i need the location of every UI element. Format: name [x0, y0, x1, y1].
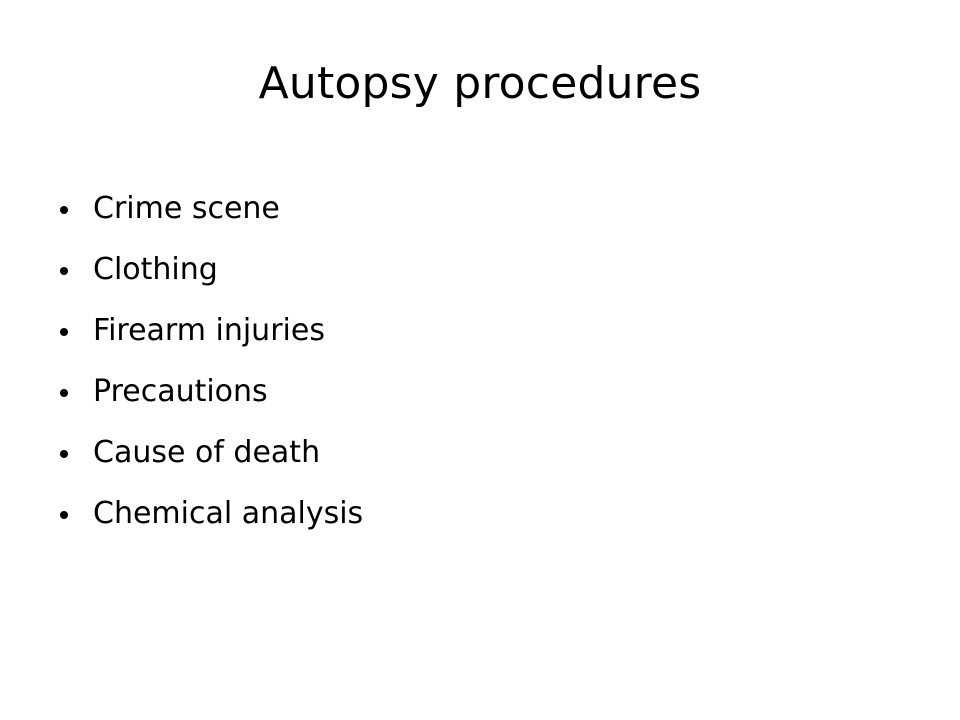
bullet-item: Cause of death — [60, 422, 363, 483]
bullet-text: Firearm injuries — [93, 312, 325, 348]
bullet-item: Crime scene — [60, 178, 363, 239]
bullet-icon — [60, 327, 68, 336]
bullet-icon — [60, 205, 68, 214]
bullet-list: Crime scene Clothing Firearm injuries Pr… — [60, 178, 363, 544]
bullet-text: Crime scene — [93, 190, 280, 226]
bullet-item: Chemical analysis — [60, 483, 363, 544]
bullet-item: Firearm injuries — [60, 300, 363, 361]
bullet-text: Cause of death — [93, 434, 321, 470]
bullet-item: Clothing — [60, 239, 363, 300]
slide-title: Autopsy procedures — [258, 58, 702, 109]
bullet-item: Precautions — [60, 361, 363, 422]
bullet-icon — [60, 449, 68, 458]
bullet-icon — [60, 388, 68, 397]
bullet-text: Chemical analysis — [93, 495, 364, 531]
bullet-icon — [60, 266, 68, 275]
bullet-text: Precautions — [93, 373, 268, 409]
bullet-text: Clothing — [93, 251, 218, 287]
bullet-icon — [60, 510, 68, 519]
